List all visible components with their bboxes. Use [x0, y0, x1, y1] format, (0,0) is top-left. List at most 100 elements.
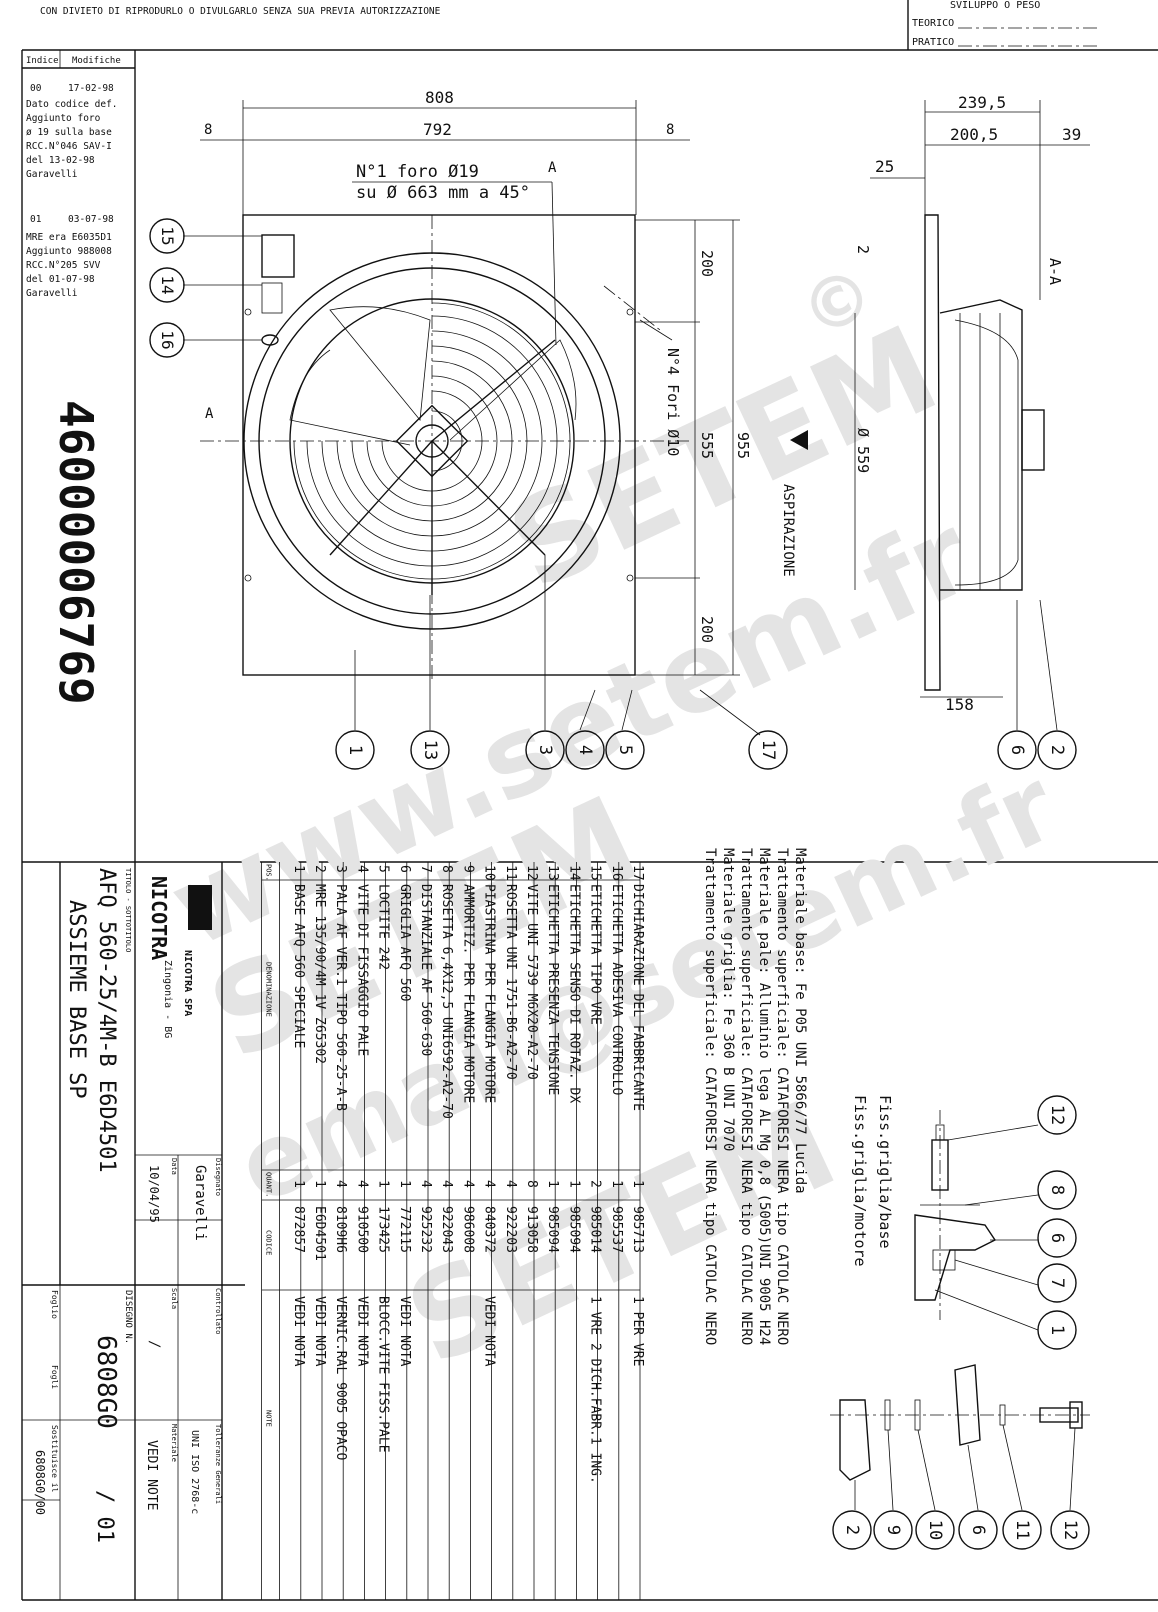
- part-number: 46000006769: [49, 400, 103, 705]
- balloon: 2: [832, 1510, 872, 1550]
- dim-200-5: 200,5: [950, 125, 998, 144]
- bom-code: 985094: [566, 1206, 581, 1253]
- svg-text:9: 9: [883, 1525, 903, 1535]
- company-logo-icon: [188, 885, 212, 930]
- bom-pos: 12: [524, 865, 539, 881]
- material-label: Materiale: [170, 1424, 178, 1462]
- sheet-frame: [21, 0, 1158, 1601]
- checked-label: Controllato: [214, 1288, 222, 1334]
- airflow-arrow-icon: [790, 430, 808, 450]
- bom-name: PALA AF VER.1 TIPO 560-25-A-B: [333, 884, 348, 1111]
- balloon: 17: [748, 730, 788, 770]
- reproduction-notice: CON DIVIETO DI RIPRODURLO O DIVULGARLO S…: [40, 6, 441, 17]
- bom-code: 985094: [545, 1206, 560, 1253]
- bom-qty: 1: [291, 1180, 306, 1188]
- bom-code: 173425: [376, 1206, 391, 1253]
- revision-line: MRE era E6035D1: [26, 232, 112, 243]
- detail-views: Fiss.griglia/base Fiss.griglia/motore: [830, 1095, 1090, 1511]
- dim-955: 955: [734, 432, 752, 459]
- bom-code: 985537: [609, 1206, 624, 1253]
- drawing-title: AFQ 560-25/4M-B E6D4501: [94, 868, 119, 1173]
- bom-qty: 1: [609, 1180, 624, 1188]
- bom-qty: 4: [482, 1180, 497, 1188]
- bom-name: BASE AFQ 560 SPECIALE: [291, 884, 306, 1048]
- balloon: 13: [410, 730, 450, 770]
- weight-title: SVILUPPO O PESO: [950, 0, 1040, 11]
- bom-qty: 4: [333, 1180, 348, 1188]
- drawing-date: 10/04/95: [147, 1165, 161, 1223]
- material-notes: Materiale base: Fe P05 UNI 5866/77 Lucid…: [702, 848, 808, 1345]
- bom-header-note: NOTE: [265, 1410, 273, 1427]
- revision-line: RCC.N°205 SVV: [26, 260, 101, 271]
- revision-line: RCC.N°046 SAV-I: [26, 141, 112, 152]
- balloon: 15: [149, 218, 185, 254]
- drawing-revision: / 01: [92, 1490, 117, 1543]
- bom-name: VITE DI FISSAGGIO PALE: [354, 884, 369, 1056]
- scale-label: Scala: [170, 1288, 178, 1309]
- balloon: 6: [958, 1510, 998, 1550]
- replaces-value: 6808G0/00: [33, 1450, 47, 1515]
- revision-line: Garavelli: [26, 169, 78, 180]
- bom-pos: 13: [545, 865, 560, 881]
- revision-line: del 01-07-98: [26, 274, 95, 285]
- balloon: 5: [605, 730, 645, 770]
- section-mark-left: A: [205, 406, 214, 422]
- balloon: 6: [1037, 1218, 1077, 1258]
- bom-name: DISTANZIALE AF 560-630: [418, 884, 433, 1056]
- bom-qty: 1: [630, 1180, 645, 1188]
- svg-text:1: 1: [1047, 1325, 1067, 1335]
- revision-index: 00: [30, 83, 42, 94]
- balloon: 11: [1002, 1510, 1042, 1550]
- balloon: 6: [997, 730, 1037, 770]
- balloon: 7: [1037, 1263, 1077, 1303]
- bom-name: PIASTRINA PER FLANGIA MOTORE: [482, 884, 497, 1103]
- drawing-number: 6808G0: [91, 1335, 121, 1429]
- bom-pos: 6: [397, 865, 412, 873]
- dim-25: 25: [875, 157, 894, 176]
- bom-qty: 8: [524, 1180, 539, 1188]
- general-tolerance: UNI ISO 2768-c: [189, 1430, 200, 1514]
- bom-note: VEDI NOTA: [312, 1296, 327, 1367]
- dim-239-5: 239,5: [958, 93, 1006, 112]
- bom-pos: 17: [630, 865, 645, 881]
- revision-line: ø 19 sulla base: [26, 127, 112, 138]
- bom-code: 910500: [354, 1206, 369, 1253]
- replaces-label: Sostituisce il: [50, 1425, 59, 1493]
- balloon: 12: [1037, 1095, 1077, 1135]
- side-view: 239,5 200,5 39 25 2 A-A Ø 559 158: [854, 93, 1090, 731]
- title-block: NICOTRA NICOTRA SPA Zingonia - BG TITOLO…: [22, 862, 245, 1600]
- balloon: 10: [915, 1510, 955, 1550]
- revision-date: 03-07-98: [68, 214, 114, 225]
- bom-pos: 14: [566, 865, 581, 881]
- svg-text:12: 12: [1060, 1520, 1080, 1540]
- svg-text:4: 4: [575, 745, 595, 755]
- balloon: 12: [1050, 1510, 1090, 1550]
- bom-code: 872857: [291, 1206, 306, 1253]
- bom-pos: 4: [354, 865, 369, 873]
- bom-pos: 2: [312, 865, 327, 873]
- bom-code: 922043: [439, 1206, 454, 1253]
- svg-text:1: 1: [345, 745, 365, 755]
- bom-pos: 15: [588, 865, 603, 881]
- balloon: 9: [873, 1510, 913, 1550]
- tolerance-label: Tolleranze Generali: [214, 1424, 222, 1504]
- bom-code: 772115: [397, 1206, 412, 1253]
- bom-note: VERNIC.RAL 9005 OPACO: [333, 1296, 348, 1461]
- revision-date: 17-02-98: [68, 83, 114, 94]
- bom-name: ETICHETTA ADESIVA CONTROLLO: [609, 884, 624, 1095]
- bom-name: ROSETTA 6,4X12,5 UNI6592-A2-70: [439, 884, 454, 1119]
- sheets-label: Fogli: [50, 1365, 59, 1389]
- weight-theoretical-label: TEORICO: [912, 18, 954, 29]
- date-label: Data: [170, 1158, 178, 1175]
- svg-text:11: 11: [1012, 1520, 1032, 1540]
- svg-text:7: 7: [1047, 1278, 1067, 1288]
- dim-200-top: 200: [698, 250, 716, 277]
- bom-note: VEDI NOTA: [354, 1296, 369, 1367]
- bom-code: 985713: [630, 1206, 645, 1253]
- svg-text:17: 17: [758, 740, 778, 760]
- svg-text:8: 8: [1047, 1185, 1067, 1195]
- bom-name: AMMORTIZ. PER FLANGIA MOTORE: [460, 884, 475, 1103]
- bom-name: LOCTITE 242: [376, 884, 391, 970]
- bom-note: 1 VRE 2 DICH.FABR.1 ING.: [588, 1296, 603, 1484]
- bom-code: 913058: [524, 1206, 539, 1253]
